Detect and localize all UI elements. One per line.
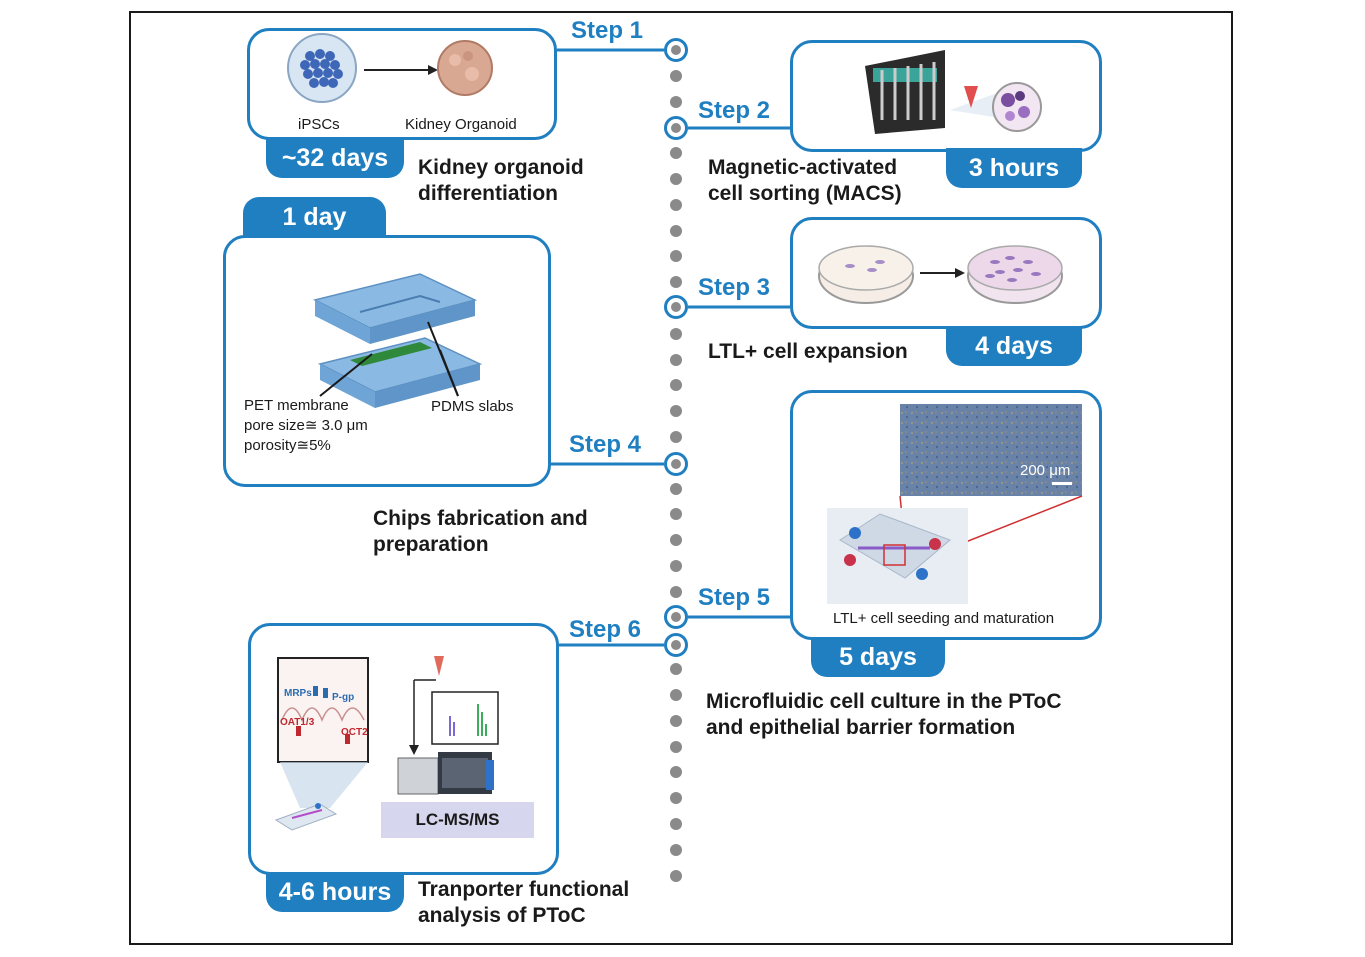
duration-tab-step6: 4-6 hours bbox=[266, 872, 404, 912]
step5-description-line1: Microfluidic cell culture in the PToC bbox=[706, 690, 1062, 713]
step4-description-line1: Chips fabrication and bbox=[373, 507, 588, 530]
scale-bar-label: 200 μm bbox=[1020, 462, 1071, 479]
timeline-dot bbox=[670, 560, 682, 572]
timeline-dot bbox=[670, 95, 682, 108]
step2-description-line1: Magnetic-activated bbox=[708, 156, 898, 179]
step1-description: Kidney organoid differentiation bbox=[418, 155, 584, 207]
timeline-dot bbox=[670, 379, 682, 392]
step5-description-line2: and epithelial barrier formation bbox=[706, 716, 1016, 739]
step5-card bbox=[790, 390, 1102, 640]
timeline-dot bbox=[670, 792, 682, 805]
step2-description: Magnetic-activated cell sorting (MACS) bbox=[708, 155, 902, 207]
step3-label: Step 3 bbox=[698, 274, 771, 301]
timeline-dot bbox=[670, 327, 682, 340]
timeline-dot bbox=[670, 173, 682, 185]
step3-card bbox=[790, 217, 1102, 329]
ipscs-label: iPSCs bbox=[298, 116, 340, 133]
timeline-dot bbox=[670, 250, 682, 263]
duration-tab-step4: 1 day bbox=[243, 197, 386, 237]
mrps-label: MRPs bbox=[284, 688, 312, 699]
seeding-label: LTL+ cell seeding and maturation bbox=[833, 610, 1055, 627]
timeline-dot bbox=[670, 766, 682, 779]
step4-label: Step 4 bbox=[569, 431, 642, 458]
step6-description-line2: analysis of PToC bbox=[418, 904, 586, 927]
pdms-label: PDMS slabs bbox=[431, 398, 514, 415]
timeline-node-step6 bbox=[664, 633, 688, 657]
timeline-dot bbox=[670, 508, 682, 521]
timeline-dot bbox=[670, 818, 682, 830]
figure-frame bbox=[129, 11, 1233, 945]
timeline-node-step1 bbox=[664, 38, 688, 62]
step6-label: Step 6 bbox=[569, 616, 642, 643]
timeline-dot bbox=[670, 843, 682, 856]
timeline-dot bbox=[670, 353, 682, 366]
timeline-dot bbox=[670, 276, 682, 289]
step6-description: Tranporter functional analysis of PToC bbox=[418, 877, 629, 929]
timeline-dot bbox=[670, 69, 682, 82]
timeline-dot bbox=[670, 869, 682, 882]
duration-tab-step1: ~32 days bbox=[266, 138, 404, 178]
pet-membrane-label: PET membrane pore size≅ 3.0 μm porosity≅… bbox=[244, 396, 368, 456]
timeline-dot bbox=[670, 663, 682, 676]
timeline-dot bbox=[670, 740, 682, 753]
pet-label-line2: pore size≅ 3.0 μm bbox=[244, 417, 368, 434]
timeline-dot bbox=[670, 405, 682, 418]
step1-description-line1: Kidney organoid bbox=[418, 156, 584, 179]
step1-description-line2: differentiation bbox=[418, 182, 558, 205]
oct-label: OCT2 bbox=[341, 727, 368, 738]
pet-label-line1: PET membrane bbox=[244, 397, 349, 414]
timeline-dot bbox=[670, 147, 682, 160]
oat-label: OAT1/3 bbox=[280, 717, 315, 728]
timeline-dot bbox=[670, 585, 682, 598]
step2-description-line2: cell sorting (MACS) bbox=[708, 182, 902, 205]
timeline-node-step4 bbox=[664, 452, 688, 476]
step6-description-line1: Tranporter functional bbox=[418, 878, 630, 901]
step2-card bbox=[790, 40, 1102, 152]
timeline-dot bbox=[670, 224, 682, 237]
step5-label: Step 5 bbox=[698, 584, 771, 611]
step4-description: Chips fabrication and preparation bbox=[373, 506, 588, 558]
duration-tab-step5: 5 days bbox=[811, 637, 945, 677]
duration-tab-step3: 4 days bbox=[946, 326, 1082, 366]
pet-label-line3: porosity≅5% bbox=[244, 437, 331, 454]
duration-tab-step2: 3 hours bbox=[946, 148, 1082, 188]
step3-description: LTL+ cell expansion bbox=[708, 340, 908, 363]
timeline-node-step5 bbox=[664, 605, 688, 629]
step1-label: Step 1 bbox=[571, 17, 644, 44]
organoid-label: Kidney Organoid bbox=[405, 116, 517, 133]
timeline-dot bbox=[670, 482, 682, 495]
lcms-box: LC-MS/MS bbox=[381, 802, 534, 838]
timeline-dot bbox=[670, 431, 682, 443]
timeline-node-step3 bbox=[664, 295, 688, 319]
step5-description: Microfluidic cell culture in the PToC an… bbox=[706, 689, 1061, 741]
timeline-dot bbox=[670, 534, 682, 547]
step2-label: Step 2 bbox=[698, 97, 771, 124]
timeline-dot bbox=[670, 689, 682, 701]
timeline-dot bbox=[670, 714, 682, 727]
pgp-label: P-gp bbox=[332, 692, 355, 703]
timeline-dot bbox=[670, 198, 682, 211]
step4-description-line2: preparation bbox=[373, 533, 489, 556]
timeline-node-step2 bbox=[664, 116, 688, 140]
